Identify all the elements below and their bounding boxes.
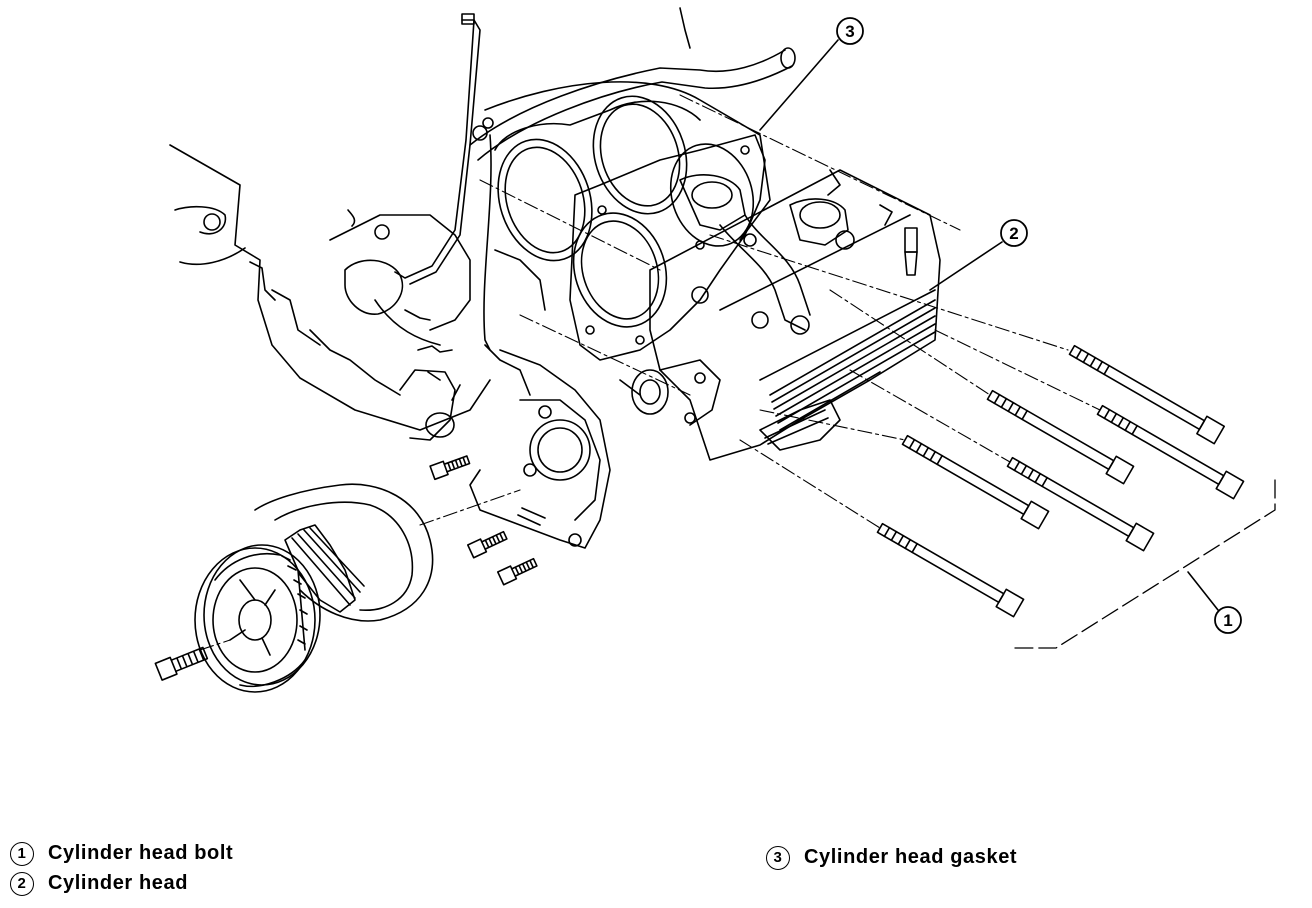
callout-leader-1 [1187,571,1219,611]
small-bolts [429,455,546,586]
legend-label-1: Cylinder head bolt [48,842,234,864]
belt-cover-plate [472,81,771,396]
callout-leader-2 [929,241,1003,291]
alignment-lines [199,94,1101,651]
engine-block [169,144,491,441]
head-bolt [1006,456,1155,552]
legend-label-2: Cylinder head [48,872,189,894]
cam-sprocket [194,544,321,693]
legend-number-3: 3 [766,846,790,870]
legend-number-2: 2 [10,872,34,896]
small-bolt [429,455,471,481]
sprocket-bolt [154,646,209,681]
legend-number-1: 1 [10,842,34,866]
legend-item-cylinder-head: 2 Cylinder head [10,872,188,896]
head-bolt [1068,344,1226,445]
head-bolt [901,434,1050,530]
timing-belt [254,483,434,622]
callout-circle-3 [836,17,864,45]
belt-back-cover [469,349,611,549]
callout-number-2: 2 [1009,224,1018,243]
head-bolt [876,522,1025,618]
cylinder-head-bolts [876,344,1245,618]
legend-item-cylinder-head-gasket: 3 Cylinder head gasket [766,846,1017,870]
cylinder-head [619,169,941,461]
small-bolt [496,557,538,586]
legend-label-3: Cylinder head gasket [804,846,1018,868]
legend-item-cylinder-head-bolt: 1 Cylinder head bolt [10,842,233,866]
block-gasket-rings [494,95,701,262]
bolt-group-bracket [1014,479,1276,649]
callout-number-1: 1 [1223,611,1232,630]
dipstick-tube [394,13,481,285]
callout-circle-2 [1000,219,1028,247]
head-bolt [1096,404,1245,500]
cylinder-head-gasket [569,134,766,361]
callout-number-3: 3 [845,22,854,41]
small-bolt [466,530,508,559]
callout-circle-1 [1214,606,1242,634]
callout-leader-3 [759,39,839,131]
head-bolt [986,389,1135,485]
